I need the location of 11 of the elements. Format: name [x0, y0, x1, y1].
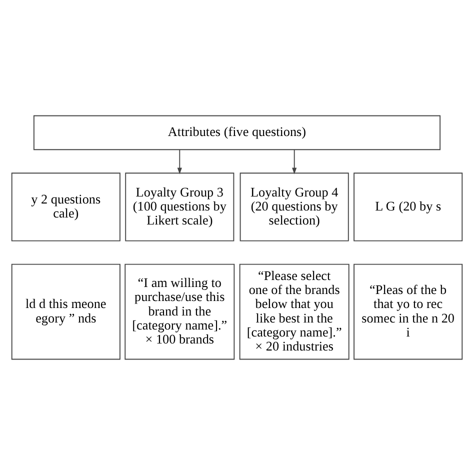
node-box: Attributes (five questions): [33, 114, 441, 150]
node-box: ld d this meone egory ” nds: [11, 263, 120, 360]
node-box: “I am willing to purchase/use this brand in the [category name].” × 100 brands: [124, 263, 235, 360]
node-box: “Please select one of the brands below that you like best in the [category name].” × 20 industries: [239, 263, 350, 360]
node-box: Loyalty Group 3 (100 questions by Likert scale): [125, 172, 234, 241]
node-box: y 2 questions cale): [11, 172, 120, 241]
arrow: [177, 148, 182, 174]
node-box: Loyalty Group 4 (20 questions by selection): [240, 172, 349, 241]
node-box: L G (20 by s: [354, 172, 463, 241]
arrow: [292, 148, 297, 174]
node-box: “Pleas of the b that yo to rec somec in the n 20 i: [354, 263, 463, 360]
